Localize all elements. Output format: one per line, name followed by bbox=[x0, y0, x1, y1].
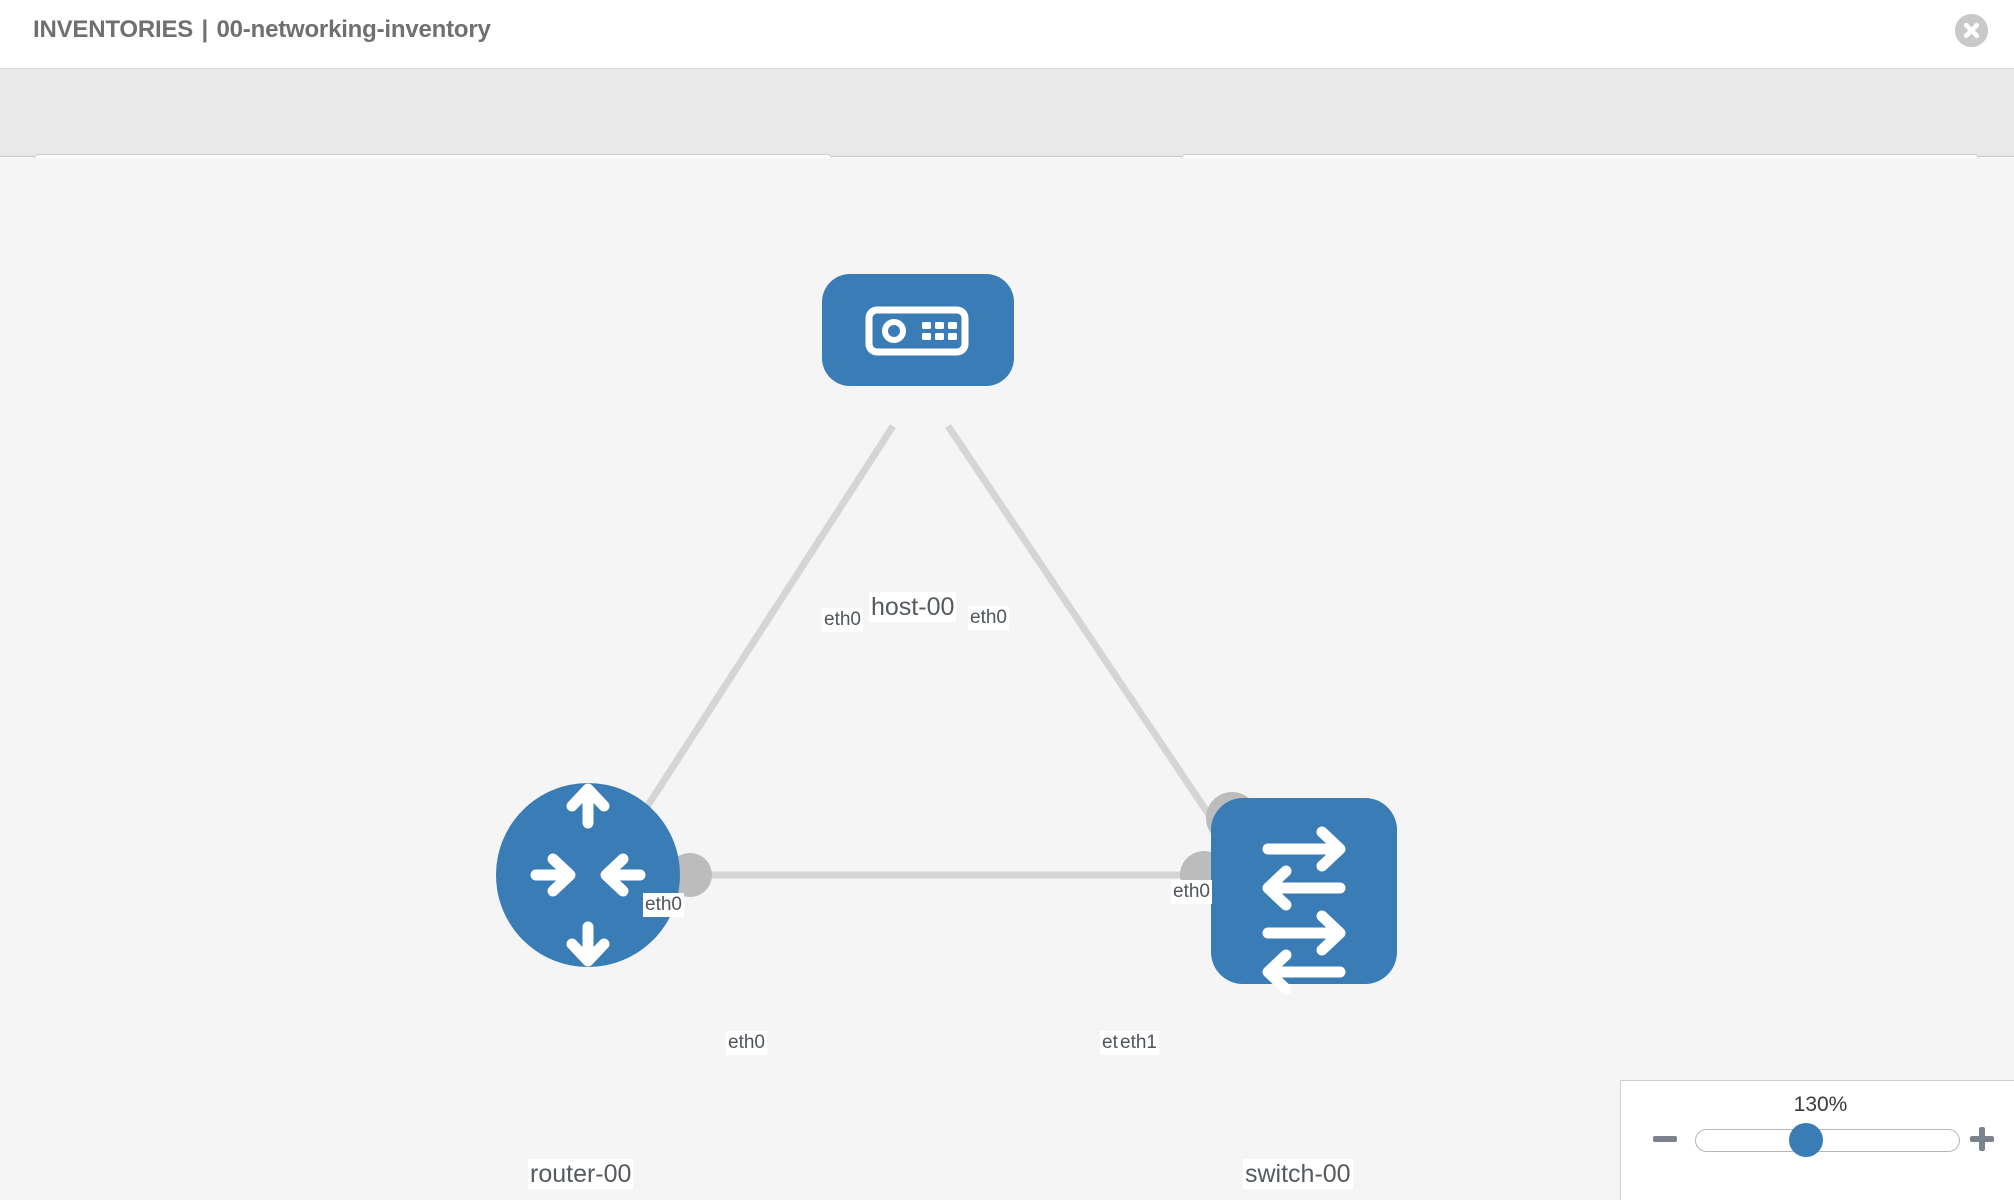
zoom-slider-track[interactable] bbox=[1695, 1129, 1960, 1152]
iface-switch-left-b: eth1 bbox=[1118, 1031, 1159, 1055]
zoom-in-button[interactable] bbox=[1968, 1125, 1996, 1153]
breadcrumb-root[interactable]: INVENTORIES bbox=[33, 16, 194, 43]
switch-exchange-arrows-icon bbox=[1262, 826, 1346, 995]
topology-canvas[interactable]: host-00 router-00 switch-00 eth0 eth0 et… bbox=[0, 158, 2014, 1200]
breadcrumb-current: 00-networking-inventory bbox=[216, 16, 491, 43]
iface-host-right: eth0 bbox=[968, 606, 1009, 630]
topology-connectors bbox=[668, 334, 1258, 899]
link-host-router bbox=[611, 424, 896, 860]
close-icon[interactable] bbox=[1955, 14, 1988, 47]
iface-router-right: eth0 bbox=[726, 1031, 767, 1055]
node-label-host: host-00 bbox=[869, 592, 957, 622]
zoom-out-button[interactable] bbox=[1651, 1125, 1679, 1153]
breadcrumb-separator: | bbox=[201, 16, 209, 43]
iface-switch-up: eth0 bbox=[1171, 880, 1212, 904]
router-four-arrows-icon bbox=[530, 783, 646, 967]
breadcrumb: INVENTORIES | 00-networking-inventory bbox=[33, 16, 491, 44]
iface-router-up: eth0 bbox=[643, 893, 684, 917]
node-label-switch: switch-00 bbox=[1243, 1159, 1353, 1189]
title-bar: INVENTORIES | 00-networking-inventory bbox=[0, 0, 2014, 69]
zoom-slider-thumb[interactable] bbox=[1789, 1123, 1823, 1157]
link-host-switch bbox=[945, 424, 1241, 860]
iface-host-left: eth0 bbox=[822, 608, 863, 632]
toolbar: ACTIONS SEARCH bbox=[0, 69, 2014, 210]
node-switch-00 bbox=[1211, 798, 1397, 995]
server-device-icon bbox=[865, 306, 969, 356]
topology-links bbox=[611, 424, 1241, 879]
node-label-router: router-00 bbox=[528, 1159, 634, 1189]
node-host-00 bbox=[822, 274, 1014, 386]
zoom-control: 130% bbox=[1620, 1080, 2014, 1200]
node-router-00 bbox=[496, 783, 680, 967]
zoom-percent-label: 130% bbox=[1793, 1093, 1848, 1116]
